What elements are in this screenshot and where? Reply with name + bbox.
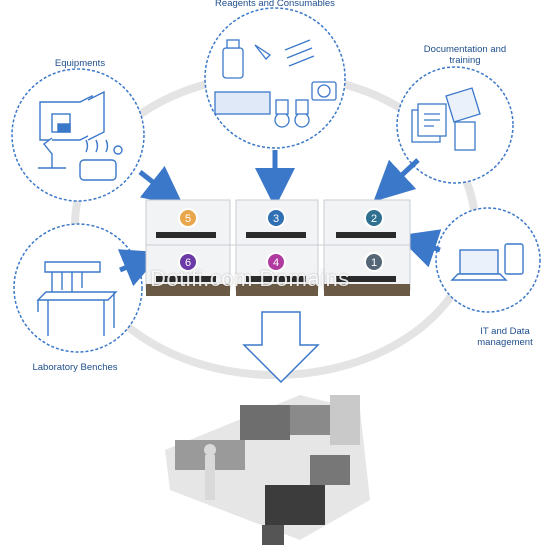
benches-circle (13, 223, 143, 353)
documentation-label: Documentation and training (423, 44, 507, 66)
laboratory-render (165, 395, 370, 545)
bench-icon (36, 261, 118, 336)
reagents-icon (214, 39, 337, 128)
down-arrow (242, 311, 320, 384)
crate-badge-1 (364, 252, 384, 272)
crate-badge-6 (178, 252, 198, 272)
equipments-icon (38, 90, 123, 181)
crate-badge-5 (178, 208, 198, 228)
benches-label: Laboratory Benches (32, 362, 118, 373)
it-circle (435, 207, 541, 313)
crate-number-6: 6 (185, 257, 191, 269)
crate-badge-4 (266, 252, 286, 272)
reagents-circle (204, 7, 346, 149)
arrow-it (397, 229, 442, 268)
crate-badge-2 (364, 208, 384, 228)
crate-badges: 5 3 2 6 4 1 (178, 208, 384, 272)
it-data-label: IT and Data management (477, 326, 533, 348)
arrow-equipments (138, 165, 184, 207)
crate-number-1: 1 (371, 257, 377, 269)
laptop-tablet-icon (450, 243, 524, 281)
documents-icon (411, 87, 481, 151)
equipments-circle (11, 68, 145, 202)
arrow-benches (117, 249, 163, 287)
crate-number-4: 4 (273, 257, 279, 269)
arrows (117, 150, 442, 287)
crate-number-3: 3 (273, 213, 279, 225)
equipments-label: Equipments (54, 58, 106, 69)
crate-number-5: 5 (185, 213, 191, 225)
watermark-text: Dotifi.com Domains (150, 266, 350, 291)
crate-badge-3 (266, 208, 286, 228)
crate-number-2: 2 (371, 213, 377, 225)
reagents-label: Reagents and Consumables (215, 0, 335, 9)
documentation-circle (396, 66, 514, 184)
arrow-documentation (373, 158, 420, 202)
